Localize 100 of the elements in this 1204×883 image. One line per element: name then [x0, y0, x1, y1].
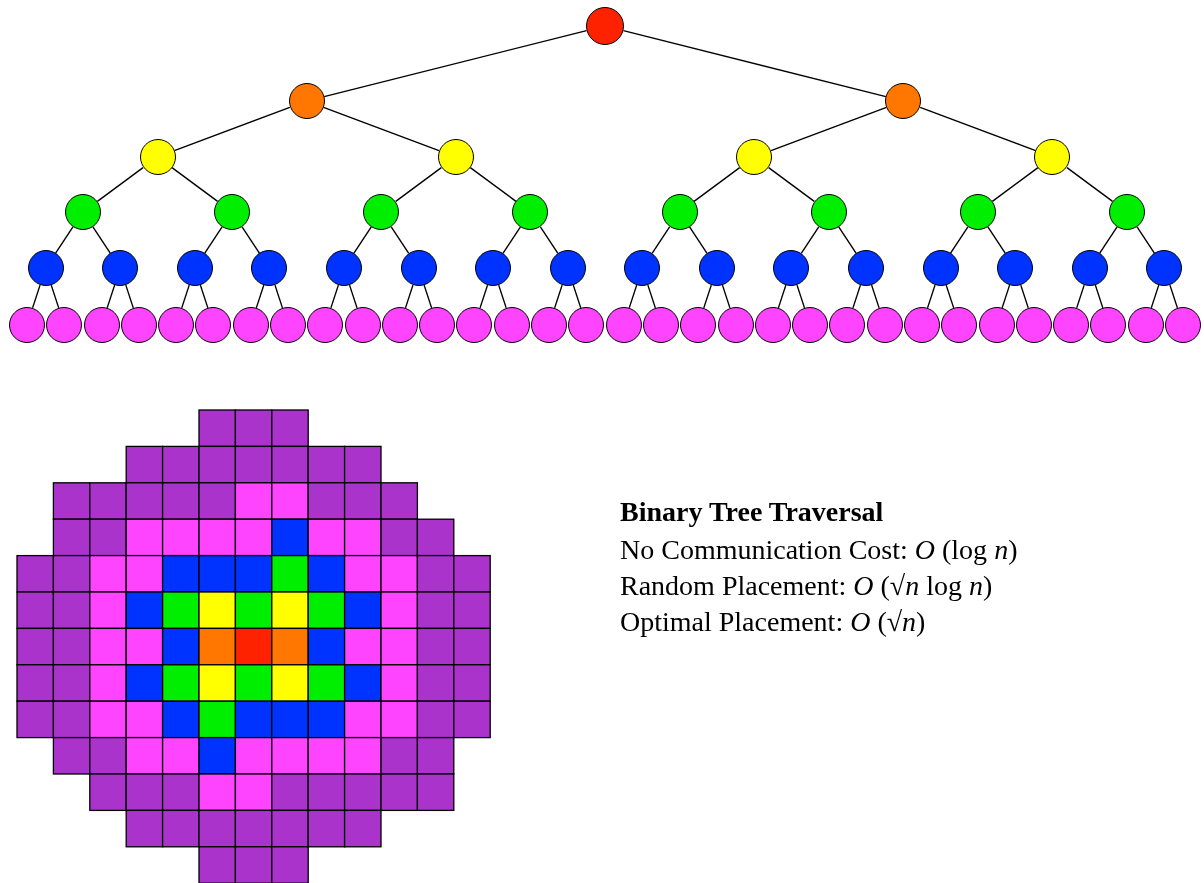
tree-edge-line [800, 226, 820, 254]
tree-node-circle [1146, 250, 1183, 286]
tree-node-circle [158, 307, 195, 343]
tree-edge-line [870, 284, 880, 309]
tree-edge-line [181, 284, 190, 309]
tree-edge-line [255, 284, 265, 309]
tree-node-circle [661, 194, 698, 230]
tree-node-circle [717, 307, 754, 343]
tree-edge-line [241, 226, 261, 254]
tree-node-circle [642, 307, 679, 343]
tree-node-circle [903, 307, 940, 343]
tree-edge-line [1099, 226, 1118, 254]
tree-edge-line [199, 284, 209, 309]
tree-node-circle [493, 307, 530, 343]
tree-node-circle [419, 307, 456, 343]
complexity-text: No Communication Cost: O (log n) [620, 534, 1018, 566]
tree-edge-line [274, 284, 284, 309]
tree-node-circle [997, 250, 1034, 286]
tree-edge-line [1076, 284, 1085, 309]
tree-edge-line [1066, 167, 1114, 202]
tree-node-circle [176, 250, 213, 286]
tree-edge-line [838, 226, 857, 254]
tree-edge-line [647, 284, 657, 309]
tree-node-circle [1034, 139, 1071, 175]
tree-edge-line [1020, 284, 1029, 309]
tree-node-circle [251, 250, 288, 286]
tree-edge-line [770, 106, 888, 152]
tree-node-circle [232, 307, 269, 343]
tree-node-circle [475, 250, 512, 286]
tree-edge-line [553, 284, 563, 309]
tree-edge-line [622, 29, 887, 98]
tree-edge-line [125, 284, 134, 309]
tree-edge-line [987, 226, 1006, 254]
tree-edge-line [390, 226, 410, 254]
tree-edge-line [323, 29, 588, 98]
tree-node-circle [866, 307, 903, 343]
tree-node-circle [885, 83, 922, 119]
tree-edge-line [50, 284, 60, 309]
tree-node-circle [437, 139, 474, 175]
tree-edge-line [1169, 284, 1179, 309]
tree-edge-line [1094, 284, 1104, 309]
tree-edge-line [852, 284, 862, 309]
tree-edge-line [479, 284, 489, 309]
tree-node-circle [848, 250, 884, 286]
tree-edge-line [469, 167, 517, 202]
tree-edge-line [171, 167, 219, 202]
tree-edge-line [204, 226, 223, 254]
tree-edge-line [688, 226, 708, 254]
tree-edge-line [1001, 284, 1011, 309]
tree-node-circle [1127, 307, 1164, 343]
tree-node-circle [736, 139, 773, 175]
tree-edge-line [926, 284, 936, 309]
tree-edge-line [92, 226, 111, 254]
complexity-text: Optimal Placement: O (√n) [620, 606, 926, 638]
tree-node-circle [400, 250, 437, 286]
tree-edge-line [348, 284, 358, 309]
tree-edge-line [54, 226, 74, 254]
tree-edge-line [502, 226, 522, 254]
tree-edge-line [628, 284, 638, 309]
tree-edge-line [796, 284, 806, 309]
tree-node-circle [381, 307, 418, 343]
tree-node-circle [344, 307, 381, 343]
tree-edge-line [991, 167, 1039, 202]
tree-node-circle [1015, 307, 1052, 343]
tree-node-circle [363, 194, 400, 230]
tree-node-circle [1090, 307, 1127, 343]
tree-node-circle [83, 307, 120, 343]
tree-node-circle [810, 194, 847, 230]
tree-edge-line [693, 167, 741, 202]
tree-node-circle [456, 307, 493, 343]
tree-node-circle [773, 250, 810, 286]
tree-edge-line [322, 106, 440, 152]
tree-node-circle [307, 307, 344, 343]
tree-edge-line [330, 284, 340, 309]
tree-edge-line [721, 284, 731, 309]
tree-node-circle [959, 194, 996, 230]
tree-node-circle [792, 307, 829, 343]
tree-node-circle [102, 250, 139, 286]
tree-edge-line [423, 284, 433, 309]
tree-node-circle [531, 307, 568, 343]
tree-node-circle [1053, 307, 1090, 343]
tree-node-circle [829, 307, 866, 343]
tree-edge-line [949, 226, 969, 254]
tree-node-circle [139, 139, 176, 175]
tree-edge-line [1136, 226, 1156, 254]
tree-edge-line [572, 284, 582, 309]
tree-edge-line [703, 284, 712, 309]
tree-node-circle [1109, 194, 1146, 230]
tree-edge-line [539, 226, 559, 254]
tree-edge-line [651, 226, 671, 254]
tree-node-circle [680, 307, 717, 343]
tree-node-circle [605, 307, 642, 343]
tree-node-circle [46, 307, 83, 343]
tree-edge-line [404, 284, 414, 309]
tree-node-circle [922, 250, 959, 286]
tree-node-circle [64, 194, 101, 230]
tree-edge-line [96, 167, 144, 202]
tree-node-circle [941, 307, 978, 343]
tree-node-circle [624, 250, 661, 286]
tree-node-circle [120, 307, 157, 343]
